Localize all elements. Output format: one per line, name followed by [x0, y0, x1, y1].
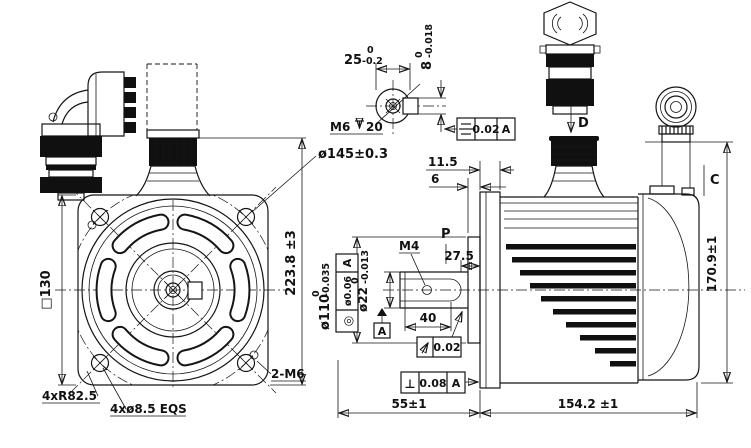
dim-total-height-front: 223.8 ±3 — [199, 137, 306, 386]
mounting-holes-label: 4xø8.5 EQS — [110, 402, 187, 416]
dim-key-width: 8 0 -0.018 — [414, 24, 446, 132]
m6-tap-hole — [87, 220, 97, 230]
label-key-tap: M4 — [399, 239, 426, 286]
dim-key-offset: 27.5 — [444, 249, 479, 272]
dim-shaft-end-dia: 25 0 -0.2 — [344, 45, 411, 90]
encoder-connector — [655, 86, 697, 143]
front-view — [55, 63, 291, 394]
datum-a-label: A — [378, 325, 387, 338]
motor-body — [500, 136, 639, 384]
m4-tap-hole — [422, 285, 432, 295]
pilot-dia-upper: 0 — [311, 290, 322, 297]
center-tap-depth: 20 — [366, 120, 383, 134]
concentricity-datum: A — [341, 258, 354, 267]
symmetry-datum: A — [502, 123, 511, 136]
key-width-lower: -0.018 — [424, 24, 435, 58]
side-connector-mount — [543, 136, 605, 198]
perpendicularity-datum: A — [452, 377, 461, 390]
tapped-holes-label: 2-M6 — [271, 367, 305, 381]
body-length-label: 154.2 ±1 — [558, 397, 619, 411]
label-section-p: P — [441, 227, 451, 264]
concentricity-icon: ◎ — [341, 316, 355, 326]
shaft-end-dia-upper: 0 — [367, 45, 374, 56]
shaft-dia-upper: 0 — [350, 277, 361, 284]
shaft-end-dia-base: 25 — [344, 53, 362, 68]
shaft-length-label: 55±1 — [391, 397, 426, 411]
datum-a-symbol: A — [373, 308, 391, 339]
flange-thickness-label: 11.5 — [428, 155, 458, 169]
perpendicularity-tolerance: 0.08 — [419, 377, 446, 390]
label-mounting-holes: 4xø8.5 EQS — [102, 367, 187, 417]
shaft — [399, 271, 468, 309]
rear-housing — [638, 142, 700, 381]
dim-boss-protrusion: 6 — [429, 172, 506, 233]
flange-side — [479, 191, 501, 389]
dim-flange-square: □130 — [39, 194, 76, 386]
shaft-end-dia-lower: -0.2 — [362, 56, 383, 67]
dim-shaft-dia-side: ø22 0 -0.013 — [350, 250, 400, 312]
power-connector — [539, 1, 601, 115]
symmetry-frame: 0.02 A — [445, 117, 516, 141]
label-corner-radius: 4xR82.5 — [42, 370, 100, 404]
mounting-holes — [87, 207, 259, 373]
bolt-circle-dia-label: ø145±0.3 — [318, 147, 388, 162]
power-connector-d-label: D — [578, 116, 589, 131]
boss-protrusion-label: 6 — [431, 172, 439, 186]
flange-square-label: □130 — [39, 270, 54, 309]
label-center-tap: M6 20 — [330, 120, 383, 135]
side-view — [383, 136, 745, 389]
shaft-dia-base: ø22 — [356, 287, 370, 312]
key-width-base: 8 — [420, 61, 435, 70]
label-tapped-holes: 2-M6 — [256, 360, 306, 382]
key-offset-label: 27.5 — [444, 249, 474, 263]
depth-icon — [355, 121, 364, 128]
perpendicularity-icon: ⊥ — [405, 377, 416, 391]
total-height-side-label: 170.9±1 — [705, 236, 719, 292]
runout-tolerance: 0.02 — [433, 341, 460, 354]
concentricity-frame: A ø0.06 ◎ — [335, 253, 359, 333]
shaft-dia-lower: -0.013 — [360, 250, 371, 284]
total-height-label: 223.8 ±3 — [284, 230, 299, 296]
concentricity-tolerance: ø0.06 — [343, 276, 354, 306]
corner-radius-label: 4xR82.5 — [42, 389, 97, 403]
center-tap-thread: M6 — [330, 120, 350, 134]
tap-leader — [375, 83, 421, 125]
front-connector-mount — [135, 63, 211, 197]
dim-bolt-circle: ø145±0.3 — [251, 147, 388, 213]
cable-elbow-connector — [40, 71, 136, 201]
shaft-keyway-front — [187, 281, 203, 300]
pilot-dia-base: ø110 — [318, 294, 333, 330]
section-p-label: P — [441, 227, 451, 242]
cooling-fins — [506, 244, 636, 367]
pilot-dia-lower: -0.035 — [321, 263, 332, 297]
face-slots — [95, 213, 251, 367]
symmetry-icon — [459, 123, 473, 135]
key-length-label: 40 — [420, 311, 437, 325]
label-power-connector: D — [571, 106, 589, 132]
key-width-upper: 0 — [414, 51, 425, 58]
dim-total-height-side: 170.9±1 — [645, 141, 733, 384]
encoder-connector-c-label: C — [710, 173, 720, 188]
perpendicularity-frame: ⊥ 0.08 A — [400, 371, 478, 394]
m6-tap-hole — [249, 350, 259, 360]
dim-shaft-length: 55±1 — [337, 360, 481, 418]
label-encoder-connector: C — [703, 165, 720, 196]
dim-body-length: 154.2 ±1 — [481, 382, 698, 418]
runout-icon — [422, 343, 428, 353]
symmetry-tolerance: 0.02 — [472, 123, 499, 136]
runout-frame: 0.02 — [416, 312, 462, 358]
key-tap-label: M4 — [399, 239, 419, 253]
shaft-end-detail-view — [366, 80, 446, 134]
dim-key-length: 40 — [404, 302, 452, 331]
